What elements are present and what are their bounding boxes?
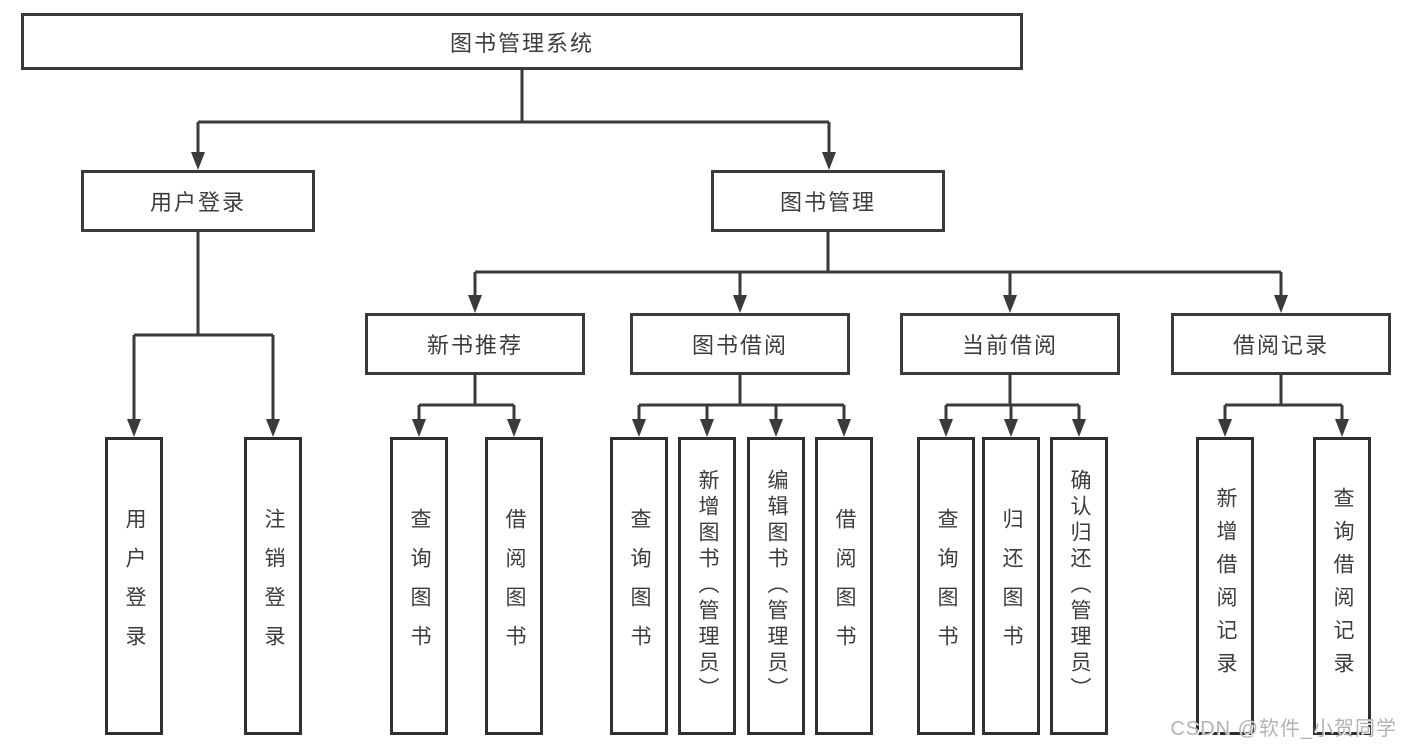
leaf-query-borrow-record: 查询借阅记录 (1313, 437, 1371, 735)
arrowhead (507, 419, 521, 437)
arrowhead (939, 419, 953, 437)
node-label: 借阅记录 (1232, 333, 1329, 358)
leaf-return-books: 归还图书 (982, 437, 1040, 735)
leaf-label: 注销登录 (262, 508, 285, 664)
leaf-borrow-books-recommend: 借阅图书 (485, 437, 543, 735)
node-book-borrowing: 图书借阅 (630, 313, 850, 375)
arrowhead (266, 419, 280, 437)
leaf-query-books-current: 查询图书 (917, 437, 975, 735)
leaf-label: 新增图书（管理员） (696, 469, 719, 703)
node-label: 当前借阅 (961, 333, 1058, 358)
leaf-query-books-recommend: 查询图书 (390, 437, 448, 735)
node-current-borrowing: 当前借阅 (900, 313, 1120, 375)
leaf-label: 借阅图书 (503, 508, 526, 664)
arrowhead (468, 295, 482, 313)
node-root-system: 图书管理系统 (21, 13, 1023, 70)
node-user-login: 用户登录 (81, 170, 315, 232)
node-label: 用户登录 (149, 190, 246, 215)
node-label: 图书管理 (779, 190, 876, 215)
node-new-book-recommend: 新书推荐 (365, 313, 585, 375)
leaf-add-borrow-record: 新增借阅记录 (1196, 437, 1254, 735)
arrowhead (1335, 419, 1349, 437)
arrowhead (1218, 419, 1232, 437)
arrowhead (412, 419, 426, 437)
csdn-watermark: CSDN @软件_小贺同学 (1170, 718, 1397, 740)
arrowhead (1274, 295, 1288, 313)
leaf-confirm-return-admin: 确认归还（管理员） (1050, 437, 1108, 735)
leaf-label: 借阅图书 (833, 508, 856, 664)
node-label: 图书管理系统 (449, 30, 594, 56)
leaf-query-books-borrowing: 查询图书 (610, 437, 668, 735)
arrowhead (1004, 419, 1018, 437)
leaf-label: 查询借阅记录 (1331, 487, 1354, 685)
leaf-label: 新增借阅记录 (1214, 487, 1237, 685)
arrowhead (700, 419, 714, 437)
leaf-label: 归还图书 (1000, 508, 1023, 664)
leaf-label: 查询图书 (628, 508, 651, 664)
arrowhead (822, 152, 836, 170)
leaf-add-books-admin: 新增图书（管理员） (678, 437, 736, 735)
arrowhead (191, 152, 205, 170)
leaf-label: 用户登录 (123, 508, 146, 664)
leaf-label: 确认归还（管理员） (1068, 469, 1091, 703)
arrowhead (733, 295, 747, 313)
leaf-label: 编辑图书（管理员） (765, 469, 788, 703)
arrowhead (632, 419, 646, 437)
node-borrowing-records: 借阅记录 (1171, 313, 1391, 375)
leaf-label: 查询图书 (935, 508, 958, 664)
leaf-label: 查询图书 (408, 508, 431, 664)
arrowhead (1003, 295, 1017, 313)
leaf-logout: 注销登录 (244, 437, 302, 735)
leaf-user-login: 用户登录 (105, 437, 163, 735)
arrowhead (769, 419, 783, 437)
leaf-borrow-books-borrowing: 借阅图书 (815, 437, 873, 735)
arrowhead (837, 419, 851, 437)
node-label: 图书借阅 (691, 333, 788, 358)
node-label: 新书推荐 (426, 333, 523, 358)
arrowhead (127, 419, 141, 437)
arrowhead (1072, 419, 1086, 437)
leaf-edit-books-admin: 编辑图书（管理员） (747, 437, 805, 735)
node-book-management: 图书管理 (711, 170, 945, 232)
